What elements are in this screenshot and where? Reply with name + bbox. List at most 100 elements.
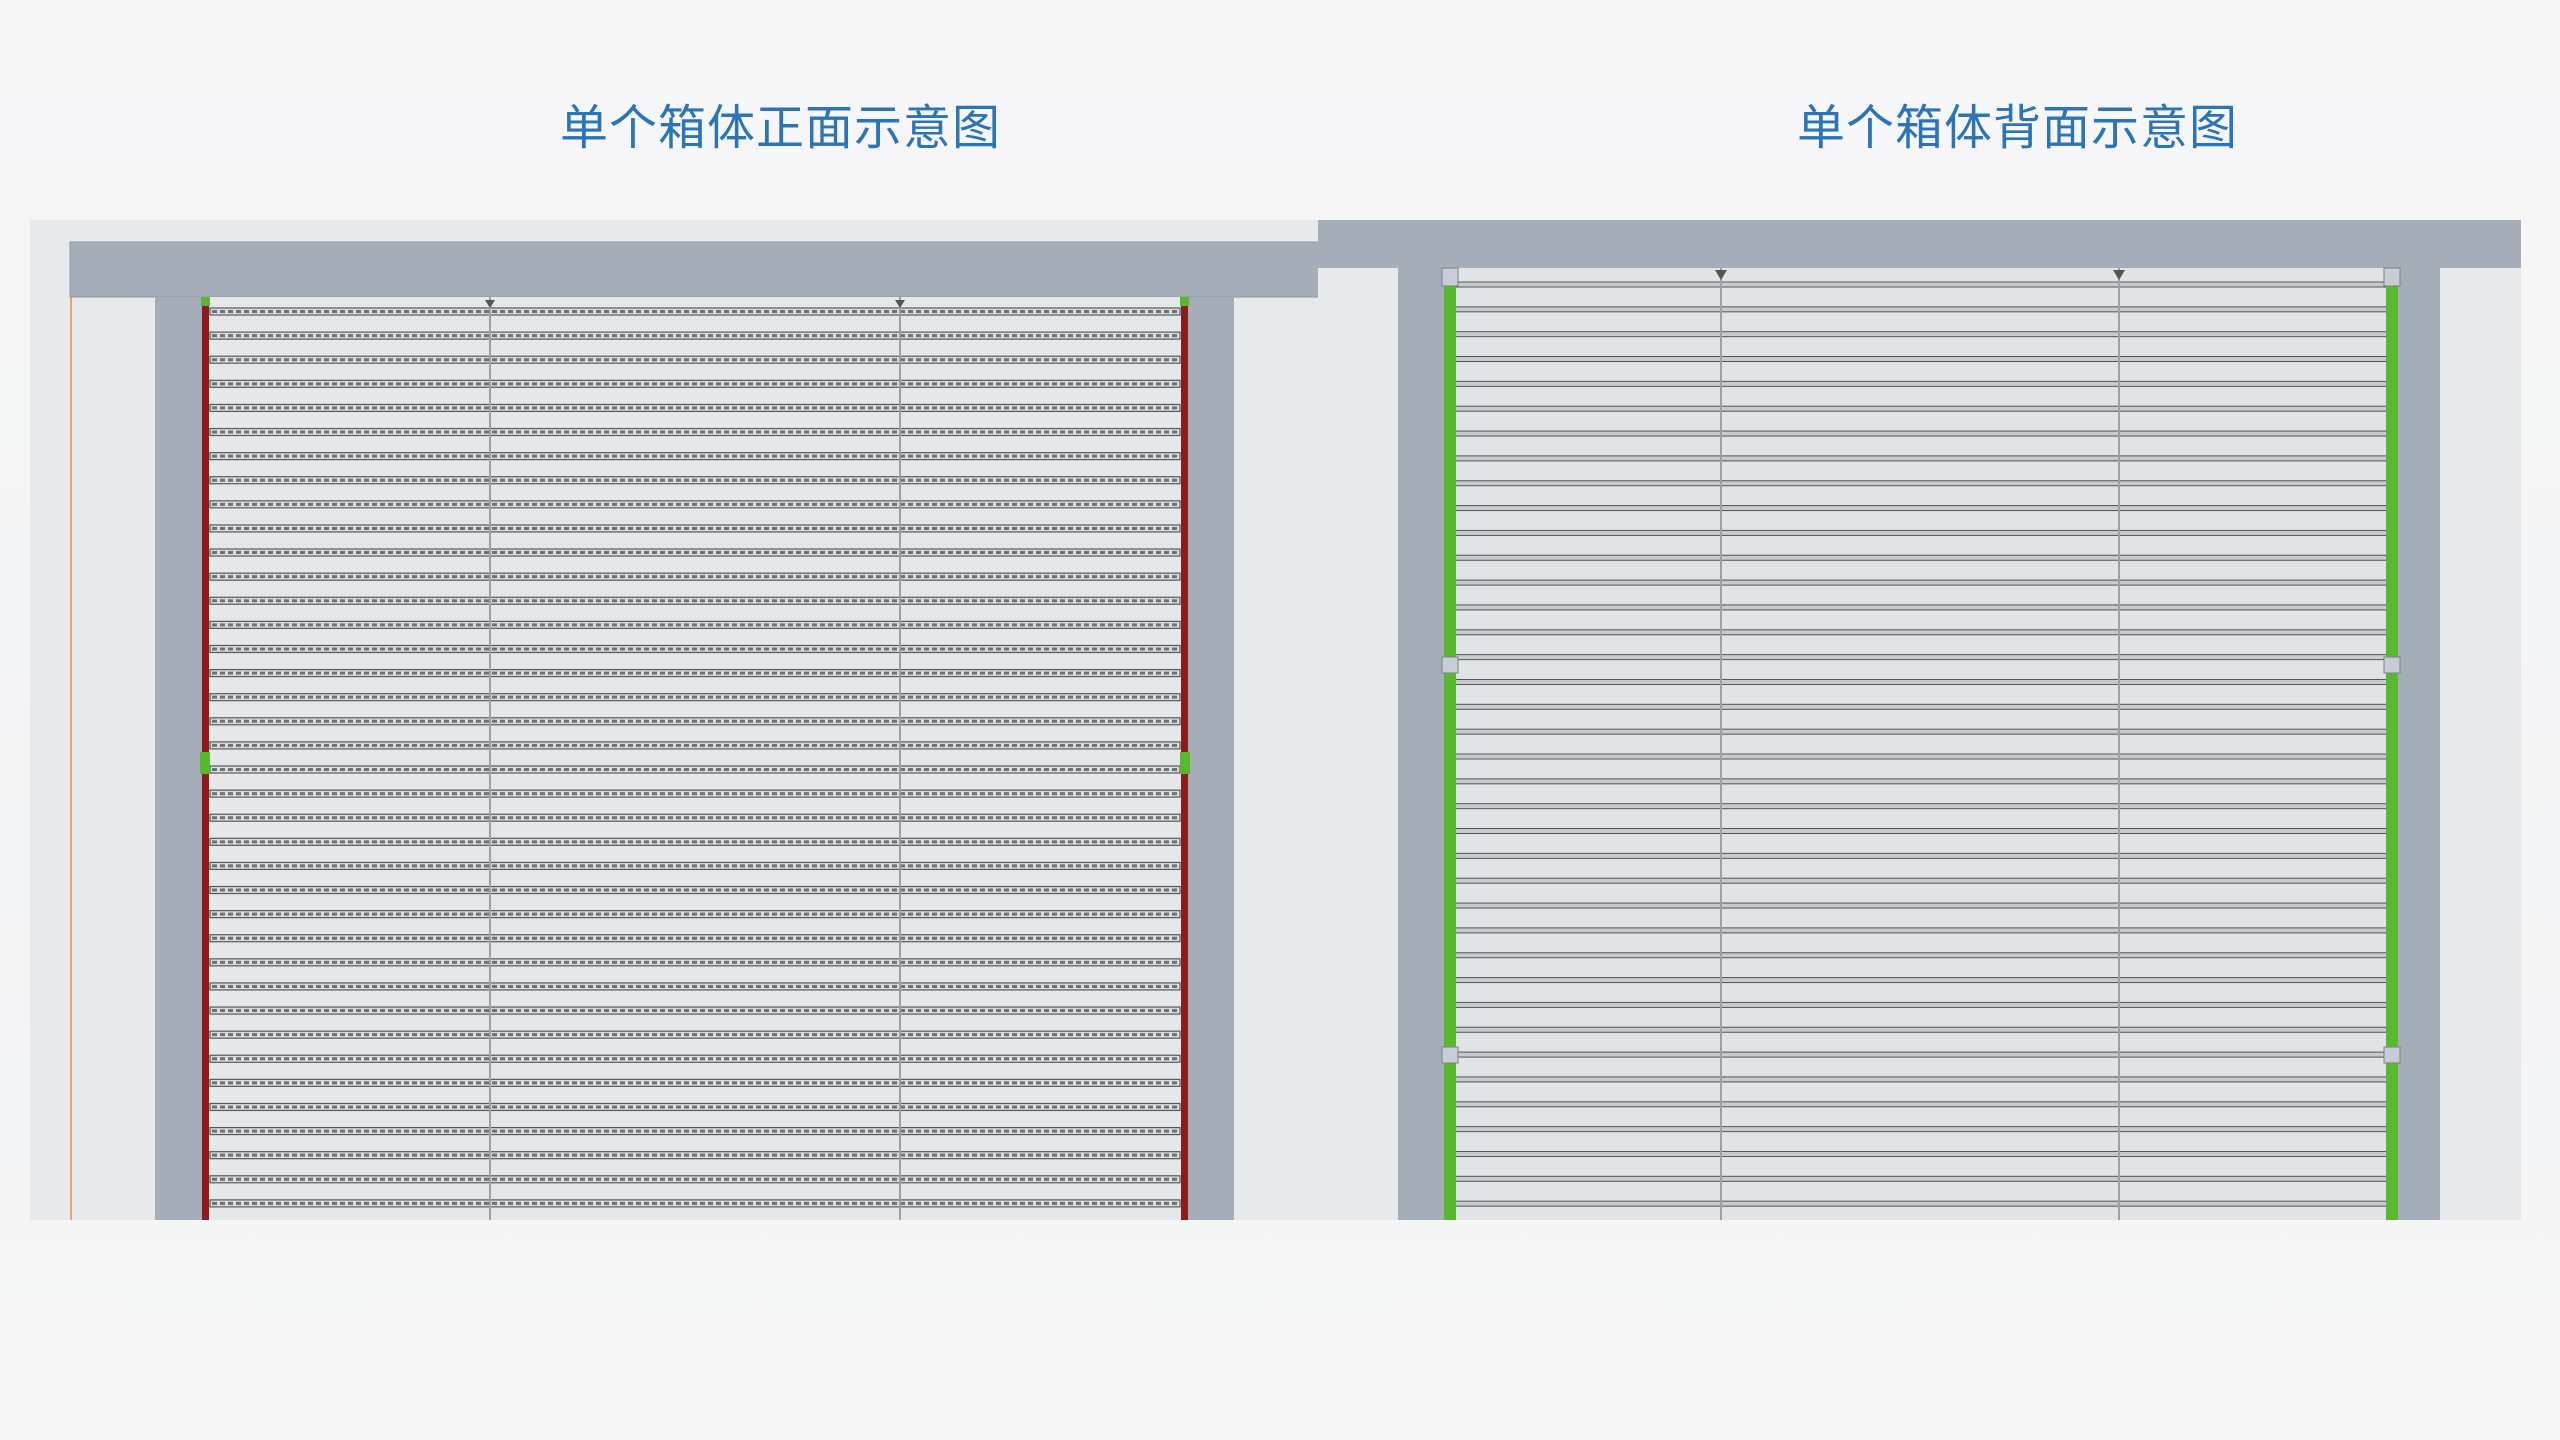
front-module-row <box>209 885 1181 895</box>
front-module-row <box>209 1006 1181 1015</box>
back-module-row <box>1453 480 2389 487</box>
back-module-row <box>1453 753 2389 760</box>
front-module-row <box>209 1175 1181 1184</box>
back-module-row <box>1453 306 2389 313</box>
back-module-row <box>1453 1101 2389 1108</box>
front-view-caption: 单个箱体正面示意图 <box>560 100 1002 156</box>
back-module-row <box>1453 728 2389 735</box>
left-edge-line <box>70 242 72 1220</box>
front-module-row <box>209 1030 1181 1039</box>
front-hanger-1 <box>485 300 495 308</box>
front-module-row <box>209 1102 1181 1112</box>
back-module-row <box>1453 505 2389 512</box>
front-module-row <box>209 548 1181 557</box>
back-module-row <box>1453 331 2389 338</box>
right-frame-post <box>1188 297 1234 1220</box>
back-module-row <box>1453 654 2389 661</box>
front-module-row <box>209 452 1181 461</box>
back-cabinet-body <box>1446 268 2392 1220</box>
front-module-row <box>209 403 1181 413</box>
top-right-green-marker <box>1180 297 1189 306</box>
front-module-row <box>209 741 1181 750</box>
back-module-row <box>1453 803 2389 810</box>
back-hanger-1 <box>1715 270 1727 280</box>
mid-right-green-marker <box>1180 752 1190 774</box>
front-module-row <box>209 668 1181 678</box>
back-view-drawing <box>1318 220 2521 1220</box>
front-module-row <box>209 717 1181 726</box>
front-module-row <box>209 379 1181 388</box>
front-module-row <box>209 813 1181 822</box>
back-hanger-2 <box>2113 270 2125 280</box>
mid-left-green-marker <box>200 752 210 774</box>
front-module-row <box>209 765 1181 774</box>
back-module-row <box>1453 1175 2389 1182</box>
front-module-row <box>209 427 1181 437</box>
back-left-top-cap <box>1441 267 1459 287</box>
back-module-row <box>1453 1150 2389 1157</box>
front-view-panel <box>30 220 1318 1220</box>
back-module-row <box>1453 604 2389 611</box>
front-module-row <box>209 524 1181 533</box>
back-top-frame-bar <box>1318 220 2521 268</box>
front-module-row <box>209 620 1181 629</box>
front-module-row <box>209 958 1181 967</box>
back-module-row <box>1453 828 2389 835</box>
back-module-row <box>1453 1126 2389 1133</box>
back-module-row <box>1453 356 2389 363</box>
back-module-row <box>1453 430 2389 437</box>
back-module-row <box>1453 380 2389 387</box>
back-module-row <box>1453 579 2389 586</box>
back-module-row <box>1453 1200 2389 1207</box>
back-module-row <box>1453 778 2389 785</box>
back-right-frame-post <box>2392 268 2440 1220</box>
back-module-row <box>1453 678 2389 685</box>
back-module-row <box>1453 529 2389 536</box>
top-left-green-marker <box>201 297 210 306</box>
back-module-row <box>1453 877 2389 884</box>
front-module-row <box>209 910 1181 919</box>
front-module-row <box>209 331 1181 340</box>
back-view-caption: 单个箱体背面示意图 <box>1797 100 2239 156</box>
back-module-row <box>1453 455 2389 462</box>
left-frame-post <box>155 297 202 1220</box>
front-module-row <box>209 1078 1181 1087</box>
back-left-frame-post <box>1398 268 1446 1220</box>
back-module-row <box>1453 405 2389 412</box>
back-module-row <box>1453 902 2389 909</box>
front-module-row <box>209 596 1181 605</box>
back-module-row <box>1453 629 2389 636</box>
front-view-drawing <box>69 241 1318 1220</box>
back-module-row <box>1453 703 2389 710</box>
front-module-row <box>209 789 1181 798</box>
front-hanger-2 <box>895 300 905 308</box>
front-module-row <box>209 837 1181 846</box>
back-module-row <box>1453 1051 2389 1058</box>
back-module-row <box>1453 281 2389 288</box>
back-module-row <box>1453 852 2389 859</box>
front-module-row <box>209 572 1181 581</box>
back-module-row <box>1453 977 2389 984</box>
back-module-row <box>1453 554 2389 561</box>
back-right-joint-1 <box>2383 656 2401 674</box>
front-module-row <box>209 1126 1181 1136</box>
front-module-row <box>209 476 1181 485</box>
back-right-joint-2 <box>2383 1046 2401 1064</box>
front-module-row <box>209 1054 1181 1063</box>
front-module-row <box>209 861 1181 871</box>
front-module-row <box>209 982 1181 991</box>
front-module-row <box>209 1151 1181 1160</box>
back-module-row <box>1453 927 2389 934</box>
back-module-row <box>1453 1026 2389 1033</box>
back-view-panel <box>1318 220 2521 1220</box>
back-module-row <box>1453 952 2389 959</box>
front-module-row <box>209 1199 1181 1208</box>
top-frame-bar <box>69 241 1318 298</box>
front-module-row <box>209 934 1181 943</box>
back-right-green-rail <box>2386 286 2398 1220</box>
back-right-top-cap <box>2383 267 2401 287</box>
front-module-row <box>209 500 1181 509</box>
back-module-row <box>1453 1001 2389 1008</box>
front-module-row <box>209 307 1181 316</box>
